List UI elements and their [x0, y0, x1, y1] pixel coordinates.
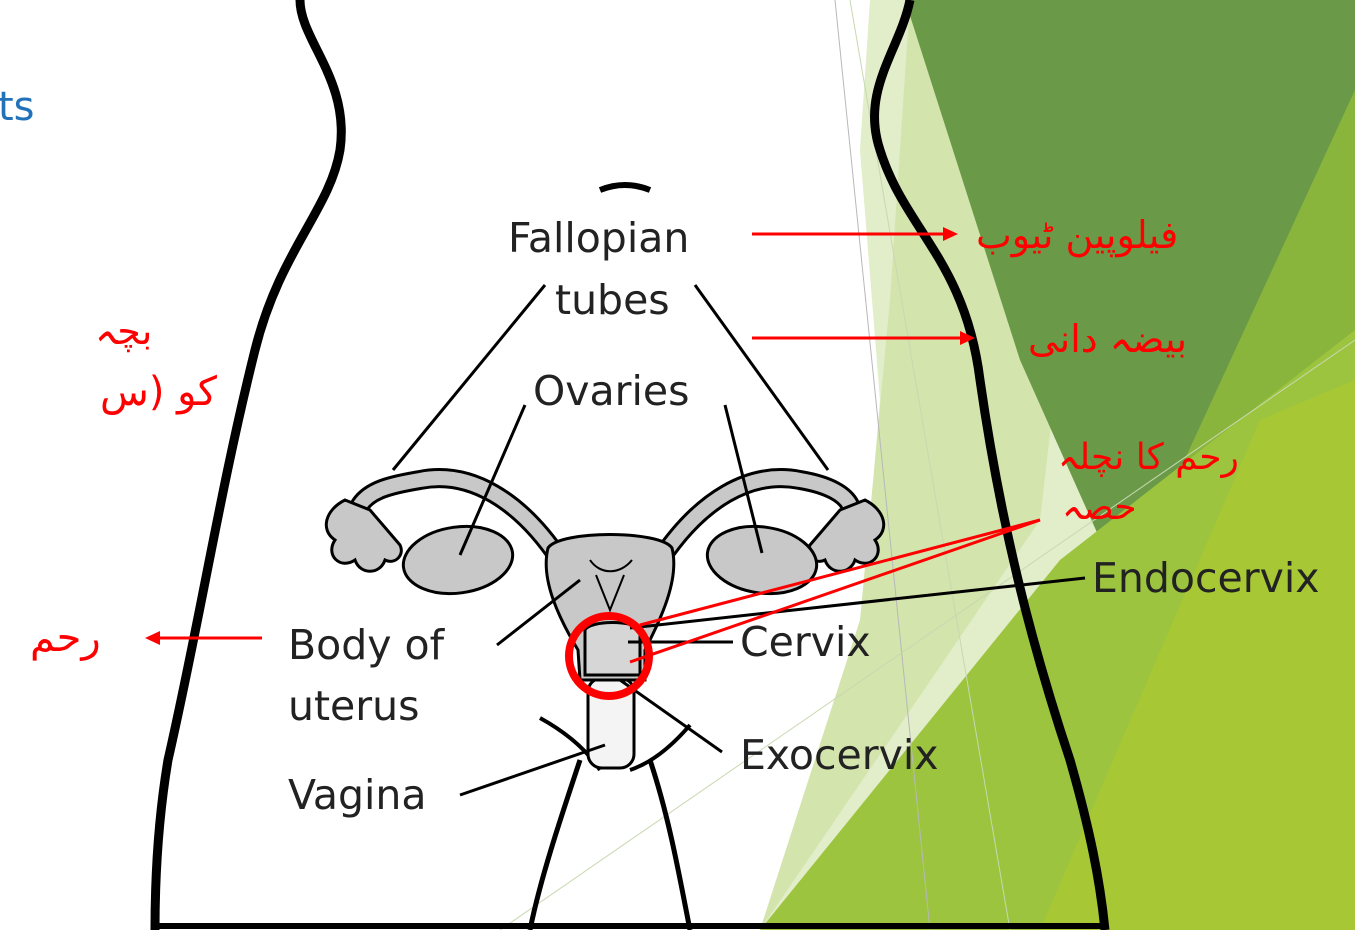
- leader-vagina: [460, 745, 605, 795]
- leader-fallopian-right: [695, 285, 828, 470]
- label-ovaries: Ovaries: [533, 371, 690, 412]
- ovary-right: [703, 520, 821, 601]
- arrow-uterus-head: [145, 631, 160, 645]
- fimbriae-right: [809, 500, 884, 571]
- leader-fallopian-left: [393, 285, 545, 470]
- urdu-label-fallopian-tube: فیلوپین ٹیوب: [976, 216, 1178, 254]
- urdu-label-cervix-line1: رحم کا نچلہ: [1058, 440, 1239, 476]
- urdu-label-ovary: بیضہ دانی: [1028, 320, 1187, 358]
- label-body-of-uterus-line1: Body of: [288, 625, 444, 666]
- label-body-of-uterus-line2: uterus: [288, 686, 420, 727]
- label-fallopian-tubes-line1: Fallopian: [508, 218, 689, 259]
- label-cervix: Cervix: [740, 622, 871, 663]
- urdu-label-uterus: رحم: [30, 618, 101, 658]
- ovary-left: [399, 520, 517, 601]
- leg-line-right: [650, 760, 690, 930]
- label-endocervix: Endocervix: [1092, 558, 1320, 599]
- leg-line-left: [530, 760, 580, 930]
- navel: [600, 185, 650, 190]
- arrow-fallopian-head: [943, 227, 958, 241]
- urdu-label-cervix-line2: حصہ: [1062, 490, 1137, 526]
- cervix-shape: [585, 623, 640, 676]
- label-exocervix: Exocervix: [740, 735, 939, 776]
- pelvic-arc-right: [630, 725, 690, 770]
- label-fallopian-tubes-line2: tubes: [555, 280, 670, 321]
- fimbriae-left: [326, 500, 401, 571]
- label-vagina: Vagina: [288, 775, 427, 816]
